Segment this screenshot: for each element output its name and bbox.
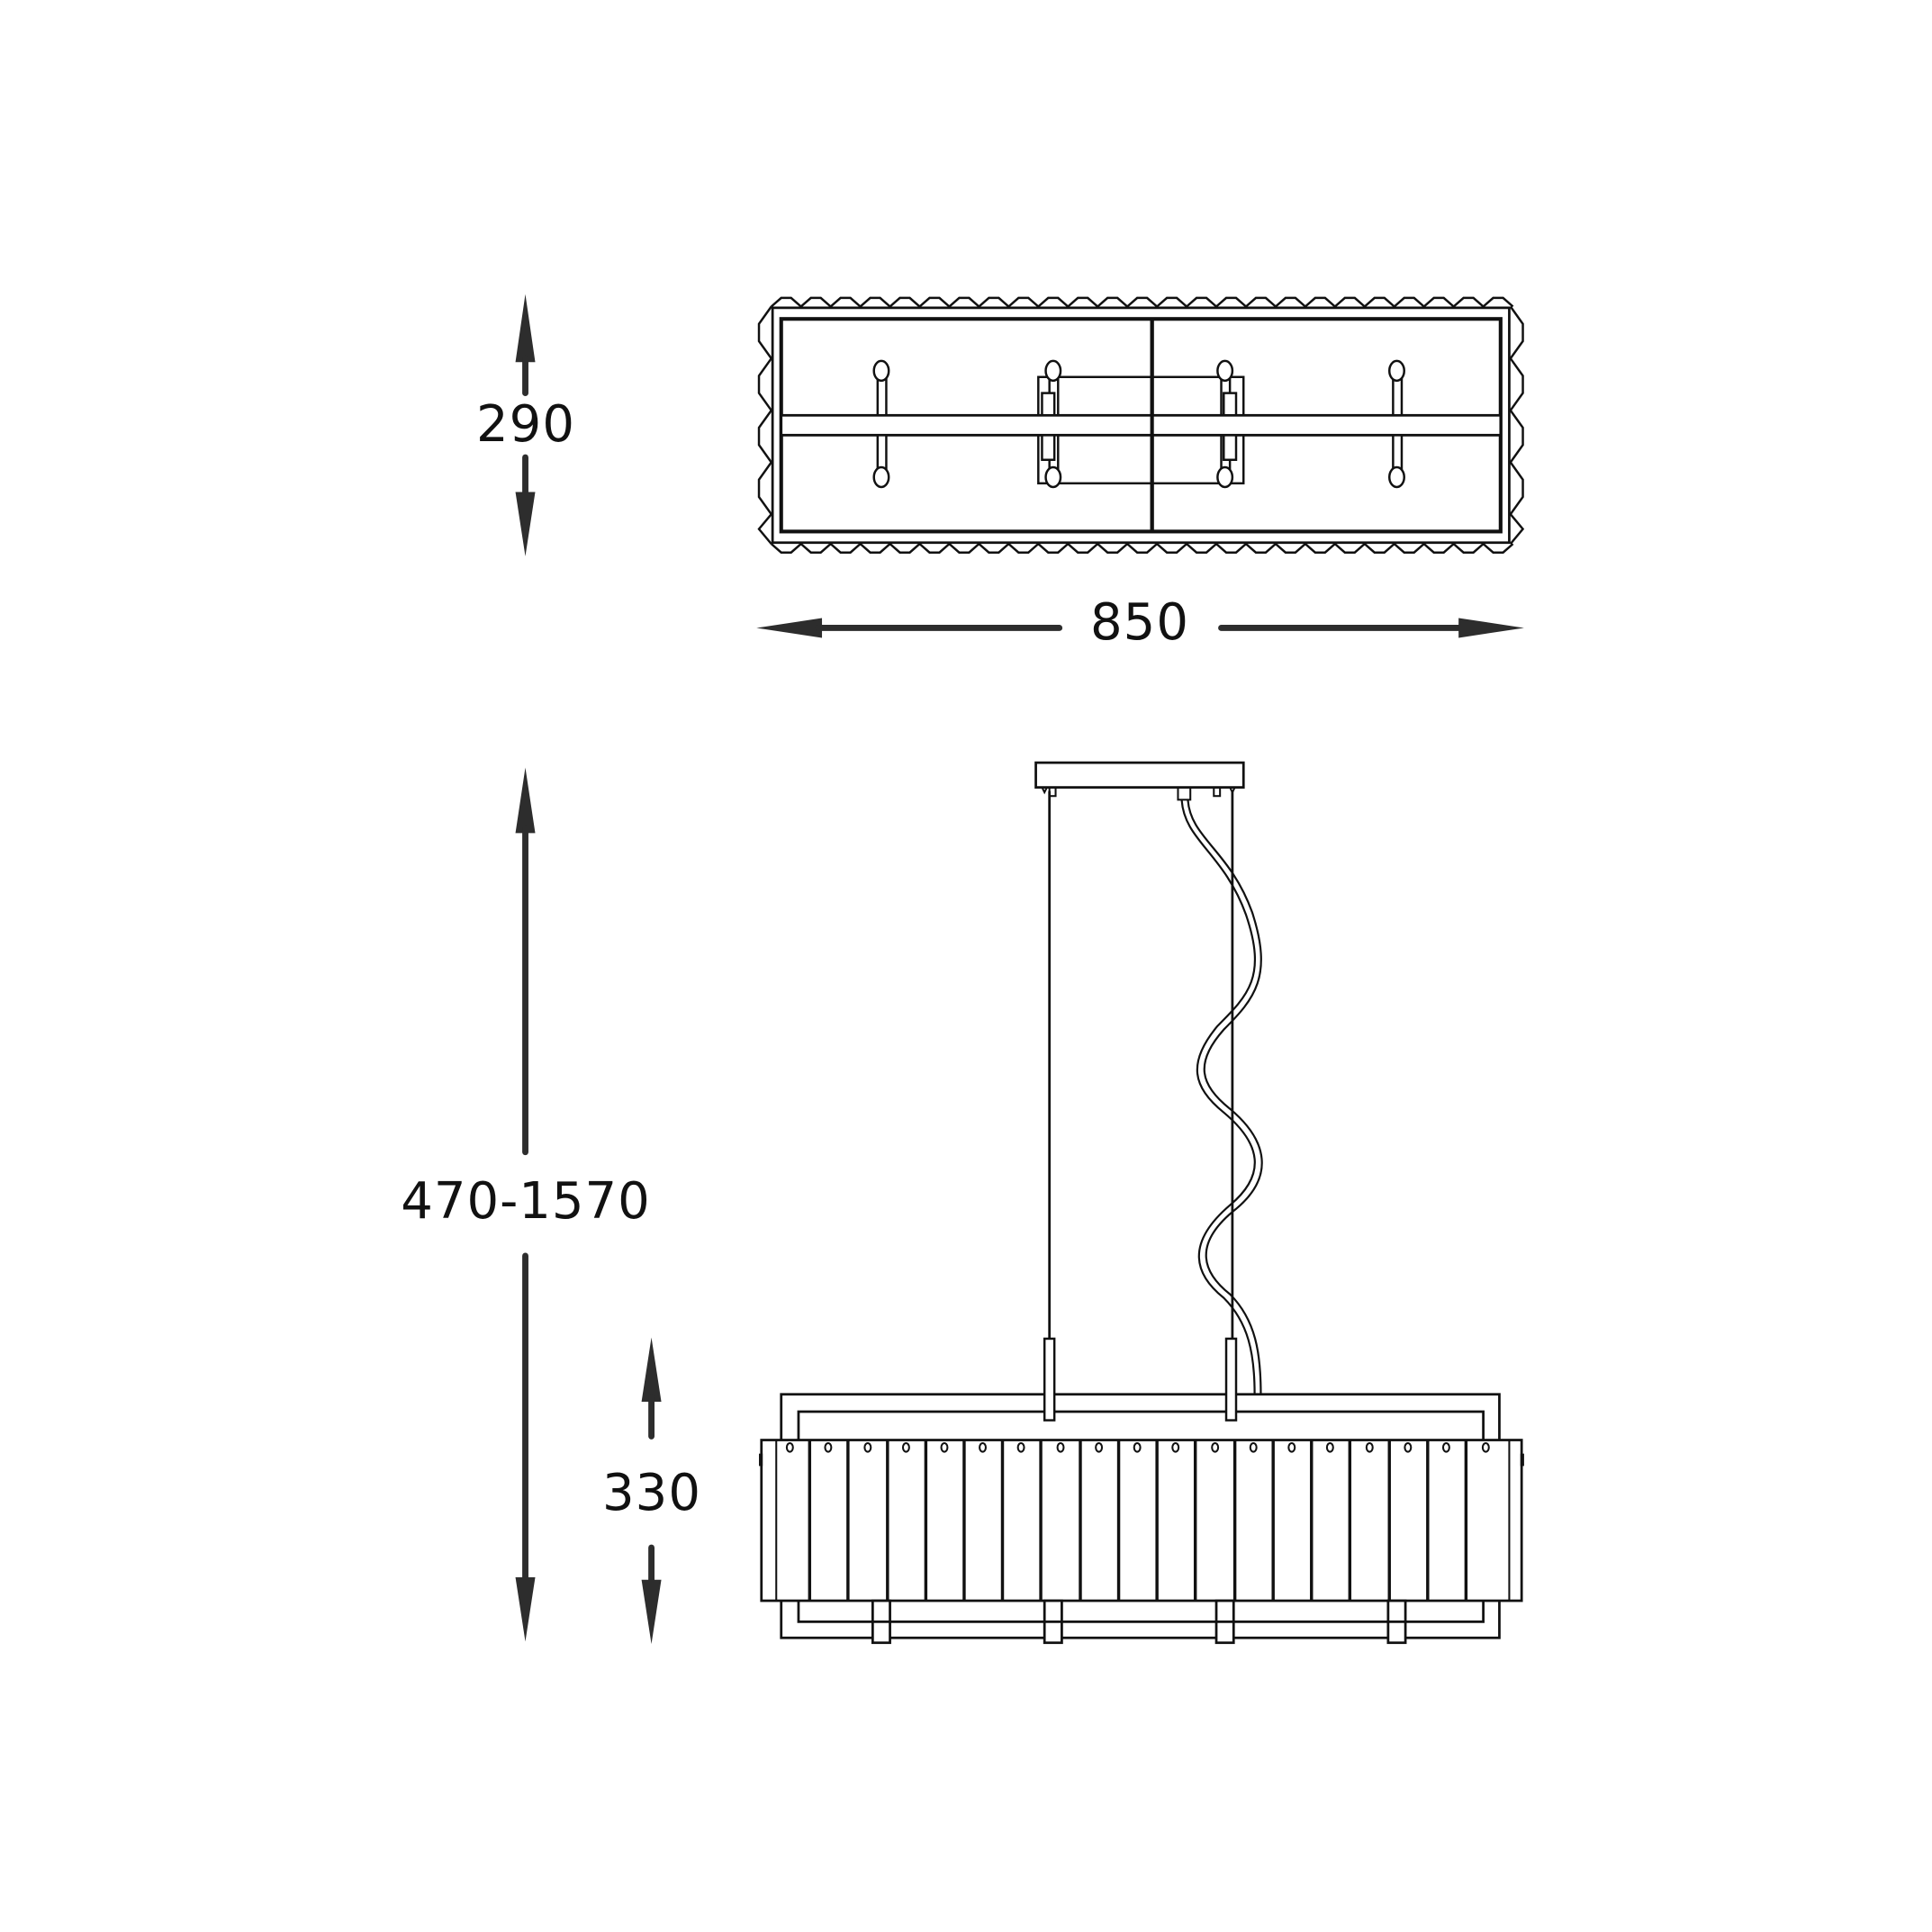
frame-top-outer: [780, 1393, 1501, 1440]
outer-frame: [771, 306, 1511, 545]
dimension-label-width: 850: [1090, 593, 1189, 652]
bottom-supports: [871, 1599, 1407, 1645]
top-view: [757, 296, 1525, 554]
dimension-330-arrows: [641, 1337, 662, 1645]
dimension-label-depth: 290: [476, 395, 575, 454]
frame-bottom-inner: [797, 1601, 1485, 1623]
rod-sleeve-left: [1043, 1337, 1056, 1422]
dimension-label-shade-height: 330: [602, 1464, 701, 1522]
coiled-power-cable: [1180, 799, 1263, 1395]
dimension-label-overall-height: 470-1570: [401, 1172, 651, 1231]
rod-sleeve-right: [1224, 1337, 1238, 1422]
ceiling-canopy: [1034, 761, 1245, 801]
dimension-overall-height-arrows: [515, 767, 536, 1642]
top-scallop-edge: [757, 296, 1525, 554]
side-view: [759, 761, 1524, 1645]
dimension-290-arrows: [515, 293, 536, 556]
dimension-850-arrows: [756, 618, 1524, 638]
frame-top-inner: [797, 1410, 1485, 1440]
frame-bottom-outer: [780, 1601, 1501, 1639]
crystal-panel-shade: [759, 1439, 1524, 1602]
